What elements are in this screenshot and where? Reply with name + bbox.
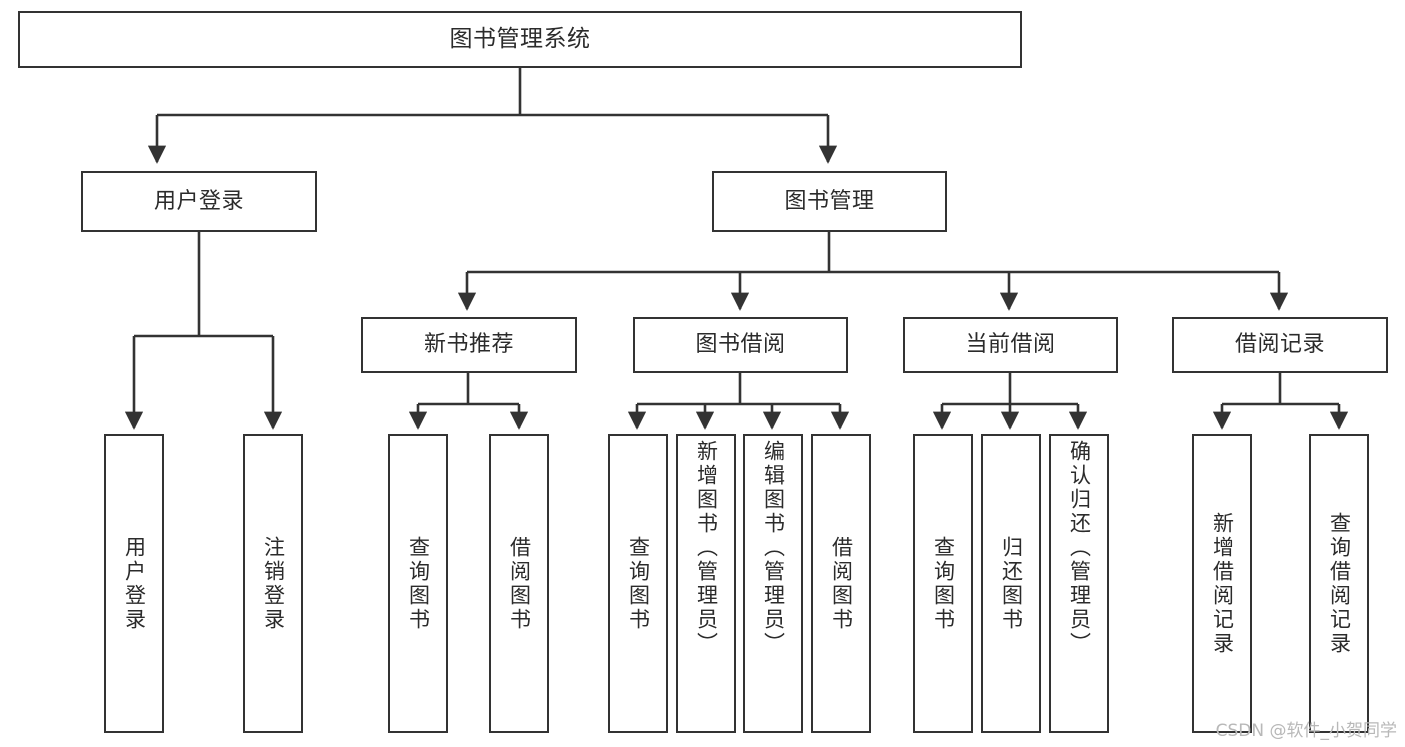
node-label: 归还图书 xyxy=(999,535,1024,632)
leaf-borrow-records-add[interactable]: 新增借阅记录 xyxy=(1192,434,1252,733)
node-book-borrow[interactable]: 图书借阅 xyxy=(633,317,848,373)
leaf-book-borrow-borrow[interactable]: 借阅图书 xyxy=(811,434,871,733)
leaf-new-book-query[interactable]: 查询图书 xyxy=(388,434,448,733)
node-label: 查询图书 xyxy=(406,535,431,632)
node-label: 确认归还（管理员） xyxy=(1067,440,1092,656)
node-book-management[interactable]: 图书管理 xyxy=(712,171,947,232)
node-label: 借阅记录 xyxy=(1234,332,1325,358)
leaf-user-login-logout[interactable]: 注销登录 xyxy=(243,434,303,733)
node-label: 当前借阅 xyxy=(965,332,1056,358)
node-label: 查询图书 xyxy=(626,535,651,632)
leaf-current-borrow-confirm[interactable]: 确认归还（管理员） xyxy=(1049,434,1109,733)
node-root-system[interactable]: 图书管理系统 xyxy=(18,11,1022,68)
node-label: 用户登录 xyxy=(122,535,147,632)
leaf-new-book-borrow[interactable]: 借阅图书 xyxy=(489,434,549,733)
node-label: 用户登录 xyxy=(153,188,244,214)
node-label: 图书借阅 xyxy=(695,332,786,358)
leaf-user-login-login[interactable]: 用户登录 xyxy=(104,434,164,733)
node-label: 图书管理 xyxy=(784,188,875,214)
leaf-book-borrow-query[interactable]: 查询图书 xyxy=(608,434,668,733)
node-label: 新书推荐 xyxy=(423,332,514,358)
node-label: 借阅图书 xyxy=(507,535,532,632)
node-label: 编辑图书（管理员） xyxy=(761,440,786,656)
node-new-book-recommend[interactable]: 新书推荐 xyxy=(361,317,577,373)
node-label: 注销登录 xyxy=(261,535,286,632)
leaf-book-borrow-edit[interactable]: 编辑图书（管理员） xyxy=(743,434,803,733)
node-label: 新增借阅记录 xyxy=(1210,511,1235,656)
leaf-current-borrow-query[interactable]: 查询图书 xyxy=(913,434,973,733)
node-label: 查询图书 xyxy=(931,535,956,632)
node-label: 借阅图书 xyxy=(829,535,854,632)
watermark-text: CSDN @软件_小贺同学 xyxy=(1215,721,1397,741)
leaf-current-borrow-return[interactable]: 归还图书 xyxy=(981,434,1041,733)
node-label: 查询借阅记录 xyxy=(1327,511,1352,656)
node-label: 新增图书（管理员） xyxy=(694,440,719,656)
leaf-book-borrow-add[interactable]: 新增图书（管理员） xyxy=(676,434,736,733)
node-current-borrow[interactable]: 当前借阅 xyxy=(903,317,1118,373)
node-user-login[interactable]: 用户登录 xyxy=(81,171,317,232)
node-borrow-records[interactable]: 借阅记录 xyxy=(1172,317,1388,373)
node-label: 图书管理系统 xyxy=(449,25,591,52)
leaf-borrow-records-query[interactable]: 查询借阅记录 xyxy=(1309,434,1369,733)
